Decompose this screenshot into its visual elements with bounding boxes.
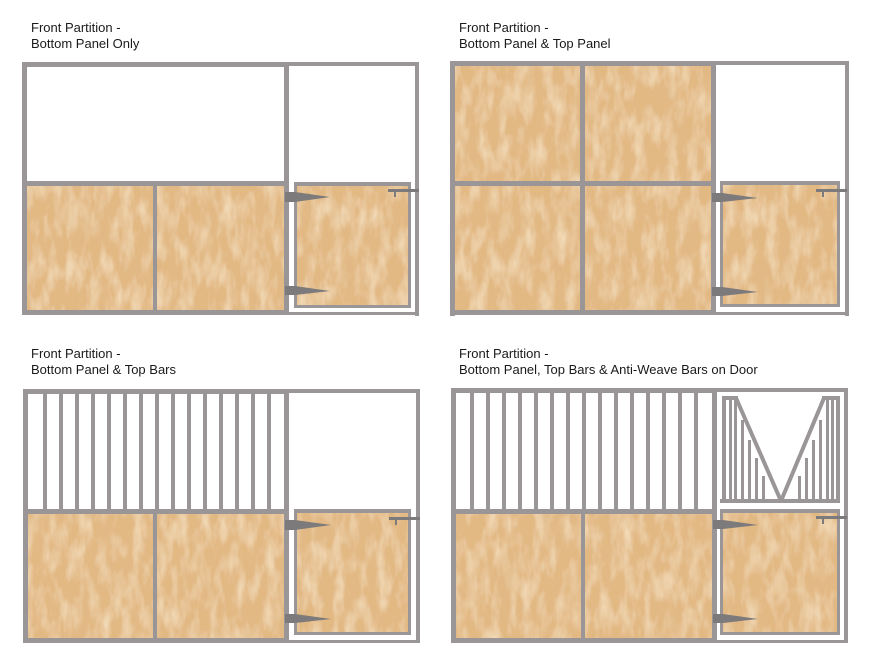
- stable-door: [285, 182, 419, 308]
- osb-board: [455, 66, 580, 181]
- osb-board: [455, 514, 581, 638]
- steel-frame: [451, 388, 848, 643]
- hinge-icon: [712, 193, 758, 202]
- partition-bottom-panel-only: [22, 62, 419, 316]
- osb-board: [157, 186, 284, 310]
- stable-door: [712, 181, 847, 307]
- stable-door: [713, 509, 847, 635]
- caption-bottom-panel-top-bars: Front Partition - Bottom Panel & Top Bar…: [31, 346, 176, 378]
- caption-line-1: Front Partition -: [459, 20, 549, 35]
- hinge-icon: [713, 520, 758, 529]
- stable-door: [285, 509, 420, 635]
- hinge-icon: [285, 192, 330, 202]
- bolt-latch-icon: [816, 189, 847, 192]
- bolt-latch-icon: [389, 517, 420, 520]
- hinge-icon: [285, 286, 330, 295]
- osb-board: [585, 186, 711, 310]
- caption-bottom-panel-top-bars-anti-weave: Front Partition - Bottom Panel, Top Bars…: [459, 346, 758, 378]
- caption-bottom-and-top-panel: Front Partition - Bottom Panel & Top Pan…: [459, 20, 611, 52]
- caption-line-1: Front Partition -: [459, 346, 549, 361]
- caption-line-1: Front Partition -: [31, 346, 121, 361]
- partition-bottom-and-top-panel: [450, 61, 849, 316]
- steel-frame: [450, 61, 849, 316]
- caption-line-2: Bottom Panel & Top Bars: [31, 362, 177, 377]
- caption-line-2: Bottom Panel Only: [31, 36, 140, 51]
- osb-board: [455, 186, 580, 310]
- top-bars: [43, 393, 271, 510]
- caption-line-2: Bottom Panel & Top Panel: [459, 36, 611, 51]
- partition-bottom-panel-top-bars-anti-weave: [451, 388, 848, 643]
- caption-line-1: Front Partition -: [31, 20, 121, 35]
- anti-weave-grille: [720, 396, 840, 503]
- osb-board: [585, 514, 712, 638]
- hinge-icon: [285, 520, 331, 530]
- caption-bottom-panel-only: Front Partition - Bottom Panel Only: [31, 20, 139, 52]
- bolt-latch-icon: [816, 516, 847, 519]
- hinge-icon: [713, 614, 758, 623]
- osb-board: [585, 66, 711, 181]
- hinge-icon: [712, 287, 758, 296]
- osb-board: [157, 514, 284, 638]
- osb-board: [27, 514, 153, 638]
- steel-frame: [23, 389, 420, 643]
- caption-line-2: Bottom Panel, Top Bars & Anti-Weave Bars…: [459, 362, 758, 377]
- bolt-latch-icon: [388, 189, 419, 192]
- v-bar: [734, 397, 826, 502]
- partition-bottom-panel-top-bars: [23, 389, 420, 643]
- osb-board: [26, 186, 153, 310]
- hinge-icon: [285, 614, 331, 623]
- top-bars: [470, 392, 698, 510]
